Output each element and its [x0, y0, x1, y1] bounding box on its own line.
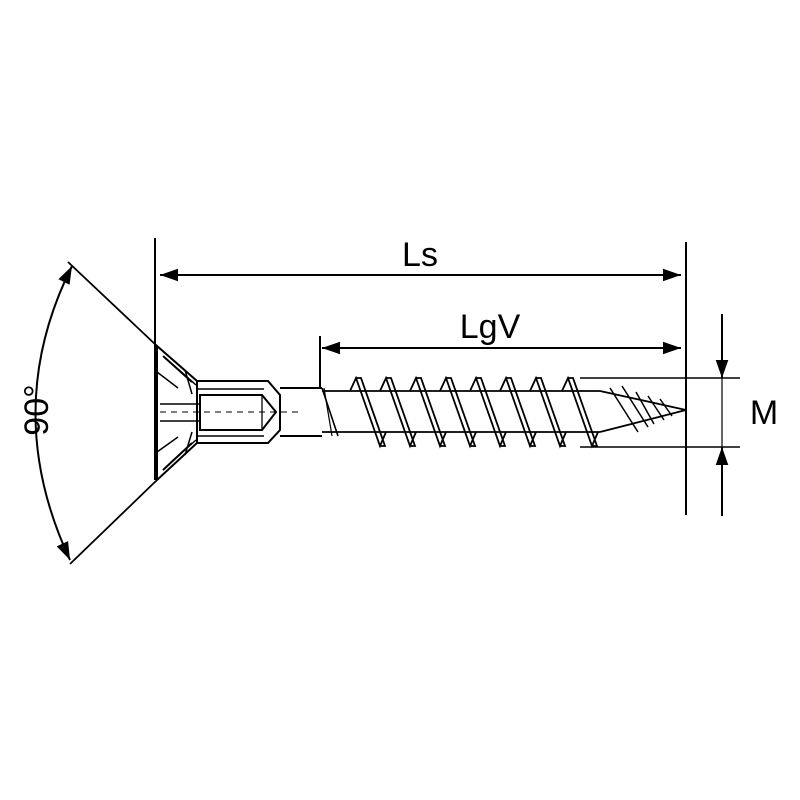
thread-core: [322, 390, 600, 433]
thread-flight: [349, 375, 387, 449]
screw-head: [156, 343, 198, 483]
m-label: M: [750, 394, 778, 432]
thread-flight: [409, 375, 447, 449]
thread-flight: [379, 375, 417, 449]
screw-drive-recess: [160, 380, 300, 444]
angle-leg-bottom: [69, 479, 158, 565]
screw-shank: [280, 387, 339, 437]
thread-flight: [469, 375, 507, 449]
angle-arc: [34, 265, 73, 561]
lgv-label: LgV: [460, 308, 521, 346]
thread-flight: [499, 375, 537, 449]
ls-label: Ls: [402, 236, 438, 274]
angle-label: 90°: [18, 384, 56, 435]
screw-thread: [322, 375, 600, 449]
angle-leg-top: [67, 261, 158, 347]
thread-flight: [439, 375, 477, 449]
thread-flight: [529, 375, 567, 449]
thread-flight: [561, 375, 599, 449]
screw-tip: [599, 385, 687, 433]
